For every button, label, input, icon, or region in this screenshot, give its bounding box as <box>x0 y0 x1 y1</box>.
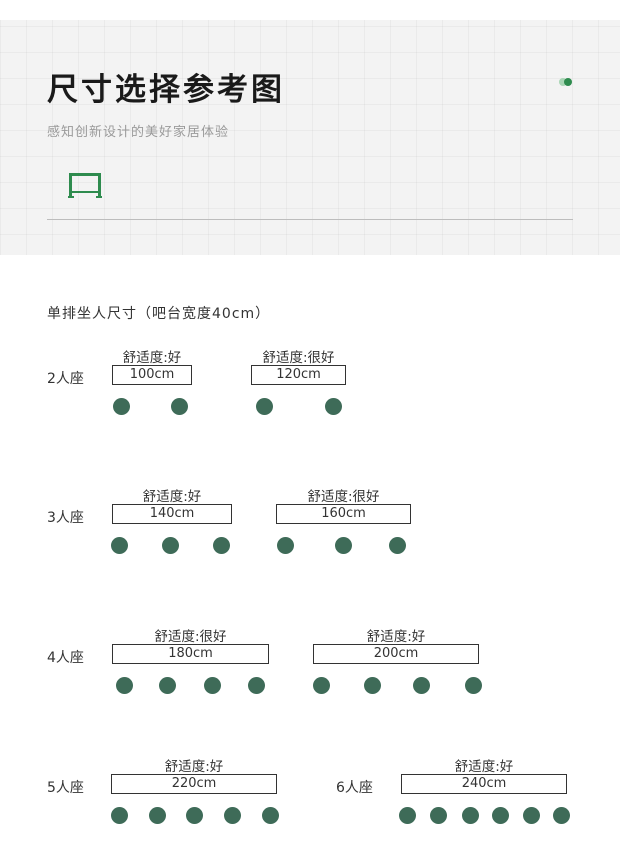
seat-dot <box>553 807 570 824</box>
section-title: 单排坐人尺寸（吧台宽度40cm） <box>47 306 271 322</box>
row-label-3-seats: 3人座 <box>47 510 84 526</box>
comfort-label: 舒适度:很好 <box>262 350 335 366</box>
comfort-label: 舒适度:好 <box>366 629 426 645</box>
seat-dot <box>523 807 540 824</box>
top-strip <box>0 0 620 20</box>
header-banner: 尺寸选择参考图 感知创新设计的美好家居体验 <box>0 0 620 255</box>
seat-dot <box>113 398 130 415</box>
seat-dot <box>116 677 133 694</box>
row-label-4-seats: 4人座 <box>47 650 84 666</box>
header-divider <box>47 219 573 220</box>
seat-dot <box>162 537 179 554</box>
seat-dot <box>325 398 342 415</box>
seat-dot <box>364 677 381 694</box>
seat-dot <box>111 807 128 824</box>
table-width-box: 140cm <box>112 504 232 524</box>
row-label-2-seats: 2人座 <box>47 371 84 387</box>
seat-dot <box>389 537 406 554</box>
table-width-box: 200cm <box>313 644 479 664</box>
table-width-box: 120cm <box>251 365 346 385</box>
table-width-box: 160cm <box>276 504 411 524</box>
seat-dot <box>462 807 479 824</box>
comfort-label: 舒适度:很好 <box>307 489 380 505</box>
option-4-seats-200cm: 舒适度:好 200cm <box>313 625 482 695</box>
seat-dot <box>149 807 166 824</box>
comfort-label: 舒适度:很好 <box>154 629 227 645</box>
option-3-seats-160cm: 舒适度:很好 160cm <box>276 485 411 555</box>
row-label-6-seats: 6人座 <box>336 780 373 796</box>
comfort-label: 舒适度:好 <box>454 759 514 775</box>
comfort-label: 舒适度:好 <box>164 759 224 775</box>
decorative-dots-icon <box>559 78 575 86</box>
table-width-box: 240cm <box>401 774 567 794</box>
seat-dot <box>335 537 352 554</box>
seat-dot <box>224 807 241 824</box>
page-subtitle: 感知创新设计的美好家居体验 <box>47 125 230 140</box>
option-2-seats-120cm: 舒适度:很好 120cm <box>251 346 346 416</box>
seat-dot <box>413 677 430 694</box>
option-5-seats-220cm: 舒适度:好 220cm <box>111 755 279 825</box>
seat-dot <box>430 807 447 824</box>
table-width-box: 180cm <box>112 644 269 664</box>
comfort-label: 舒适度:好 <box>122 350 182 366</box>
option-3-seats-140cm: 舒适度:好 140cm <box>111 485 232 555</box>
dark-dot <box>564 78 572 86</box>
option-2-seats-100cm: 舒适度:好 100cm <box>112 346 192 416</box>
seat-dot <box>492 807 509 824</box>
option-4-seats-180cm: 舒适度:很好 180cm <box>112 625 269 695</box>
seat-dot <box>204 677 221 694</box>
seat-dot <box>277 537 294 554</box>
seat-dot <box>262 807 279 824</box>
seat-dot <box>186 807 203 824</box>
seat-dot <box>159 677 176 694</box>
seat-dot <box>213 537 230 554</box>
seat-dot <box>399 807 416 824</box>
seat-dot <box>171 398 188 415</box>
table-width-box: 100cm <box>112 365 192 385</box>
comfort-label: 舒适度:好 <box>142 489 202 505</box>
seat-dot <box>248 677 265 694</box>
page-title: 尺寸选择参考图 <box>47 72 285 108</box>
table-width-box: 220cm <box>111 774 277 794</box>
row-label-5-seats: 5人座 <box>47 780 84 796</box>
seat-dot <box>313 677 330 694</box>
seat-dot <box>465 677 482 694</box>
bar-table-icon <box>68 173 102 198</box>
seat-dot <box>256 398 273 415</box>
seat-dot <box>111 537 128 554</box>
option-6-seats-240cm: 舒适度:好 240cm <box>399 755 570 825</box>
light-dot <box>559 78 567 86</box>
